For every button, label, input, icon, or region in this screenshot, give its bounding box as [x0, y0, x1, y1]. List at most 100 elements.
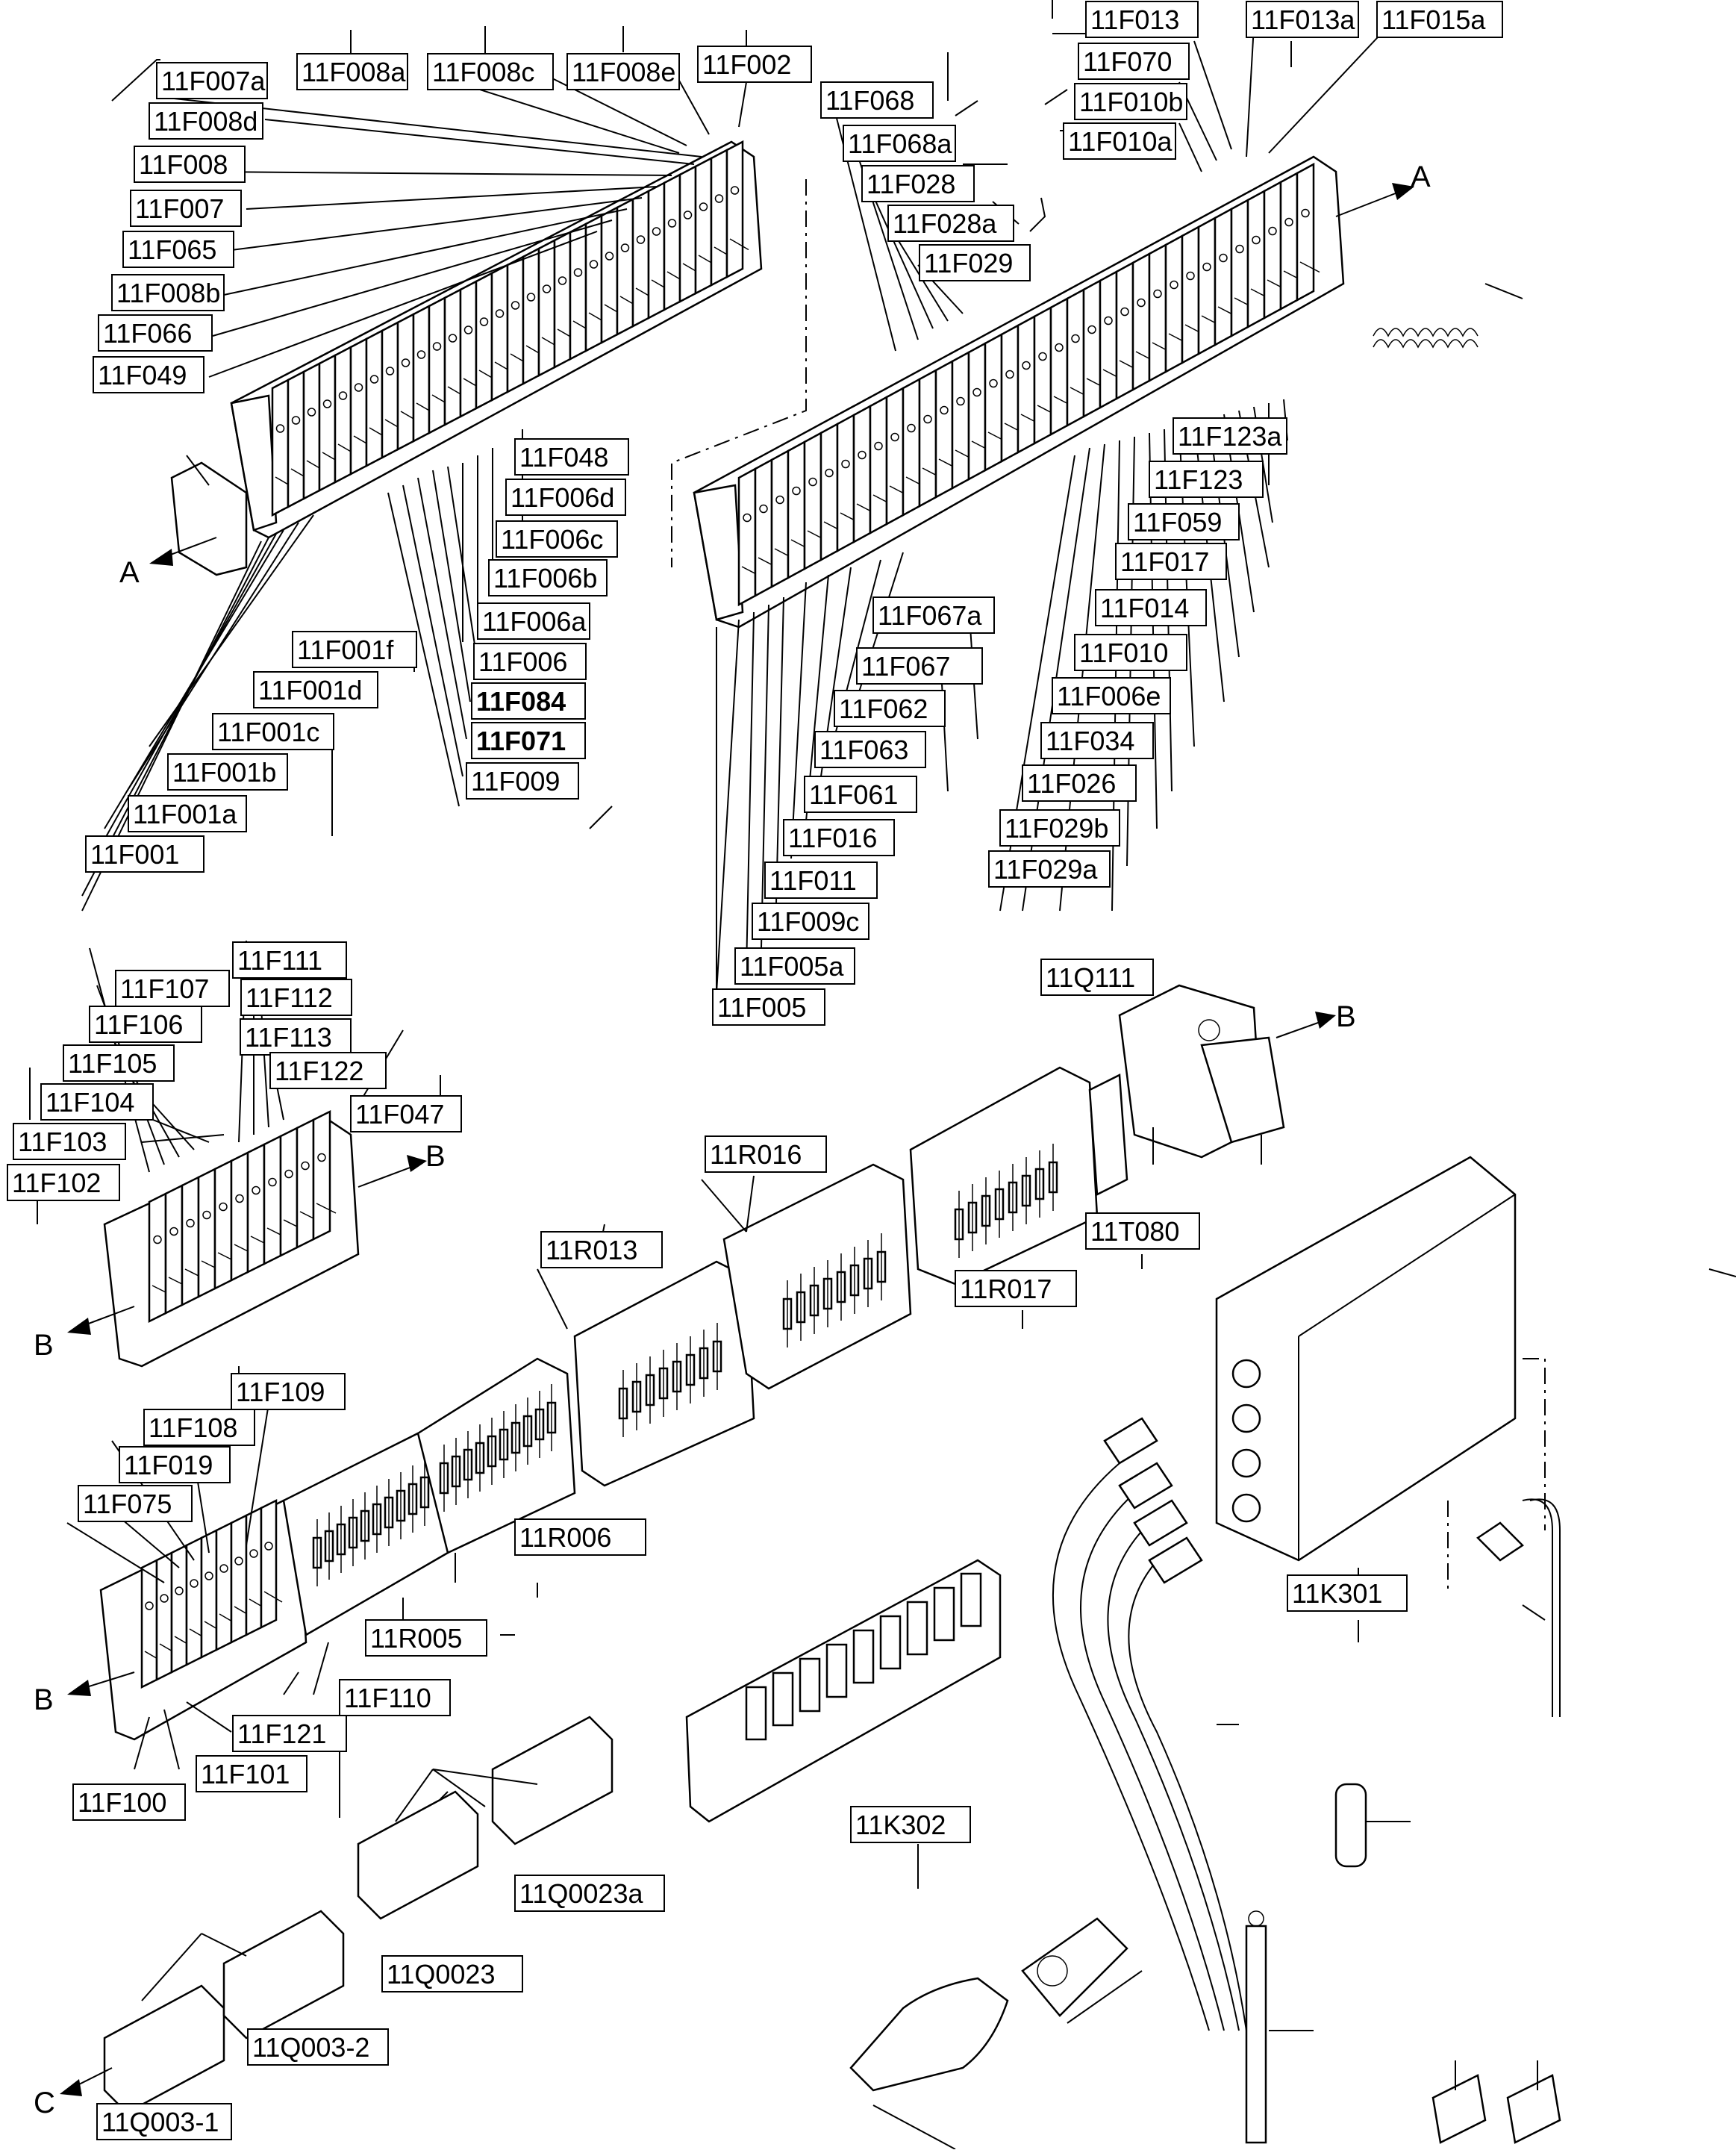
fuse-module	[443, 287, 462, 427]
callout-label-11k302: 11K302	[850, 1806, 971, 1843]
callout-text: 11F110	[344, 1683, 431, 1713]
fuse-module	[381, 320, 399, 460]
fuse-module	[725, 140, 744, 279]
callout-text: 11F063	[819, 735, 908, 765]
callout-text: 11F106	[94, 1009, 183, 1040]
callout-label-11f059: 11F059	[1128, 503, 1240, 540]
callout-label-11f105: 11F105	[63, 1044, 175, 1082]
callout-label-11f108: 11F108	[143, 1409, 255, 1446]
callout-text: 11F070	[1083, 46, 1172, 77]
callout-label-11f106: 11F106	[89, 1006, 202, 1043]
fuse-module	[869, 395, 888, 535]
callout-text: 11F010a	[1068, 126, 1173, 157]
fuse-module	[678, 164, 697, 304]
callout-label-11f007: 11F007	[130, 190, 242, 227]
callout-label-11q003-2: 11Q003-2	[247, 2028, 389, 2066]
fuse-module	[1066, 287, 1085, 428]
callout-label-11f102: 11F102	[7, 1164, 120, 1201]
cable-bundle	[1052, 1417, 1247, 2031]
fuse-module	[885, 386, 905, 526]
callout-text: 11F008a	[302, 57, 406, 87]
fuse-module	[951, 350, 970, 490]
relay-11Q0023a	[491, 1716, 613, 1845]
callout-text: 11F062	[839, 694, 928, 724]
fuse-module	[584, 214, 603, 353]
fuse-module	[230, 1513, 248, 1645]
callout-label-11f067a: 11F067a	[872, 596, 995, 634]
fuse-module	[349, 337, 368, 476]
callout-text: 11F019	[124, 1450, 213, 1480]
fuse-module	[506, 255, 525, 394]
callout-text: 11F067	[861, 651, 950, 682]
callout-label-11f065: 11F065	[122, 231, 234, 268]
arrow-B-top: B	[357, 1140, 446, 1188]
callout-text: 11F006e	[1057, 681, 1161, 711]
fuse-module	[1197, 216, 1217, 356]
callout-label-11f109: 11F109	[231, 1373, 346, 1410]
fuse-module	[537, 238, 556, 378]
fuse-module	[1000, 323, 1020, 464]
callout-label-11f001: 11F001	[85, 835, 204, 873]
fuse-module	[334, 345, 352, 484]
callout-text: 11F068a	[848, 128, 952, 159]
callout-text: 11F017	[1120, 546, 1209, 577]
callout-text: 11F059	[1133, 507, 1222, 538]
callout-text: 11F008c	[432, 57, 534, 87]
callout-label-11f067: 11F067	[856, 647, 983, 685]
callout-text: 11F102	[12, 1168, 101, 1198]
callout-text: 11F001d	[258, 675, 362, 705]
callout-text: 11K301	[1292, 1578, 1382, 1609]
callout-label-11q0023a: 11Q0023a	[514, 1875, 665, 1912]
callout-text: 11F049	[98, 360, 187, 390]
callout-label-11f005: 11F005	[712, 988, 825, 1026]
callout-label-11f010: 11F010	[1074, 634, 1187, 671]
fuse-module	[287, 370, 305, 509]
fuse-module	[365, 328, 384, 468]
relay-slot	[960, 1572, 982, 1627]
callout-text: 11F006d	[511, 482, 614, 513]
fuse-module	[148, 1191, 167, 1324]
arrow-C: C	[34, 2067, 113, 2119]
fuse-module	[279, 1126, 299, 1258]
section-letter-B-middle: B	[34, 1329, 54, 1362]
callout-label-11f007a: 11F007a	[156, 62, 268, 99]
callout-label-11q0023: 11Q0023	[381, 1955, 523, 1992]
arrow-B-contactor: B	[1276, 1000, 1356, 1038]
callout-text: 11F066	[103, 318, 192, 349]
callout-label-11f026: 11F026	[1022, 764, 1137, 802]
callout-text: 11Q0023a	[519, 1878, 643, 1909]
fuse-module	[631, 189, 650, 328]
callout-label-11f071: 11F071	[471, 722, 586, 759]
fuse-module	[260, 1498, 278, 1630]
callout-text: 11F010b	[1079, 87, 1183, 117]
callout-text: 11F103	[18, 1127, 107, 1157]
relay-slot	[745, 1686, 767, 1741]
callout-label-11t080: 11T080	[1085, 1212, 1200, 1250]
callout-label-11r016: 11R016	[705, 1135, 827, 1173]
callout-label-11f001c: 11F001c	[212, 713, 334, 750]
callout-label-11f068a: 11F068a	[843, 125, 956, 162]
fuse-module	[934, 359, 954, 499]
fuse-module	[164, 1183, 184, 1315]
callout-label-11f075: 11F075	[78, 1485, 193, 1522]
callout-label-11f008c: 11F008c	[427, 53, 554, 90]
fuse-module	[737, 467, 757, 607]
callout-label-11f016: 11F016	[783, 819, 895, 856]
callout-label-11f001d: 11F001d	[253, 671, 378, 708]
callout-label-11f005a: 11F005a	[734, 947, 855, 985]
callout-text: 11F034	[1046, 726, 1134, 756]
callout-text: 11F008	[139, 149, 228, 180]
callout-text: 11F006	[478, 646, 567, 677]
callout-text: 11F001c	[217, 717, 319, 747]
callout-label-11f002: 11F002	[697, 46, 812, 83]
callout-label-11r013: 11R013	[540, 1231, 663, 1268]
fuse-rail-upper-right	[693, 155, 1345, 629]
fuse-module	[694, 156, 713, 296]
fuse-module	[984, 332, 1003, 473]
callout-text: 11F107	[120, 973, 209, 1004]
callout-text: 11F016	[788, 823, 877, 853]
callout-text: 11F075	[83, 1489, 172, 1519]
callout-text: 11F009c	[757, 906, 859, 937]
plug-connector	[849, 1917, 1128, 2092]
resistor-board-11R013	[573, 1260, 755, 1487]
